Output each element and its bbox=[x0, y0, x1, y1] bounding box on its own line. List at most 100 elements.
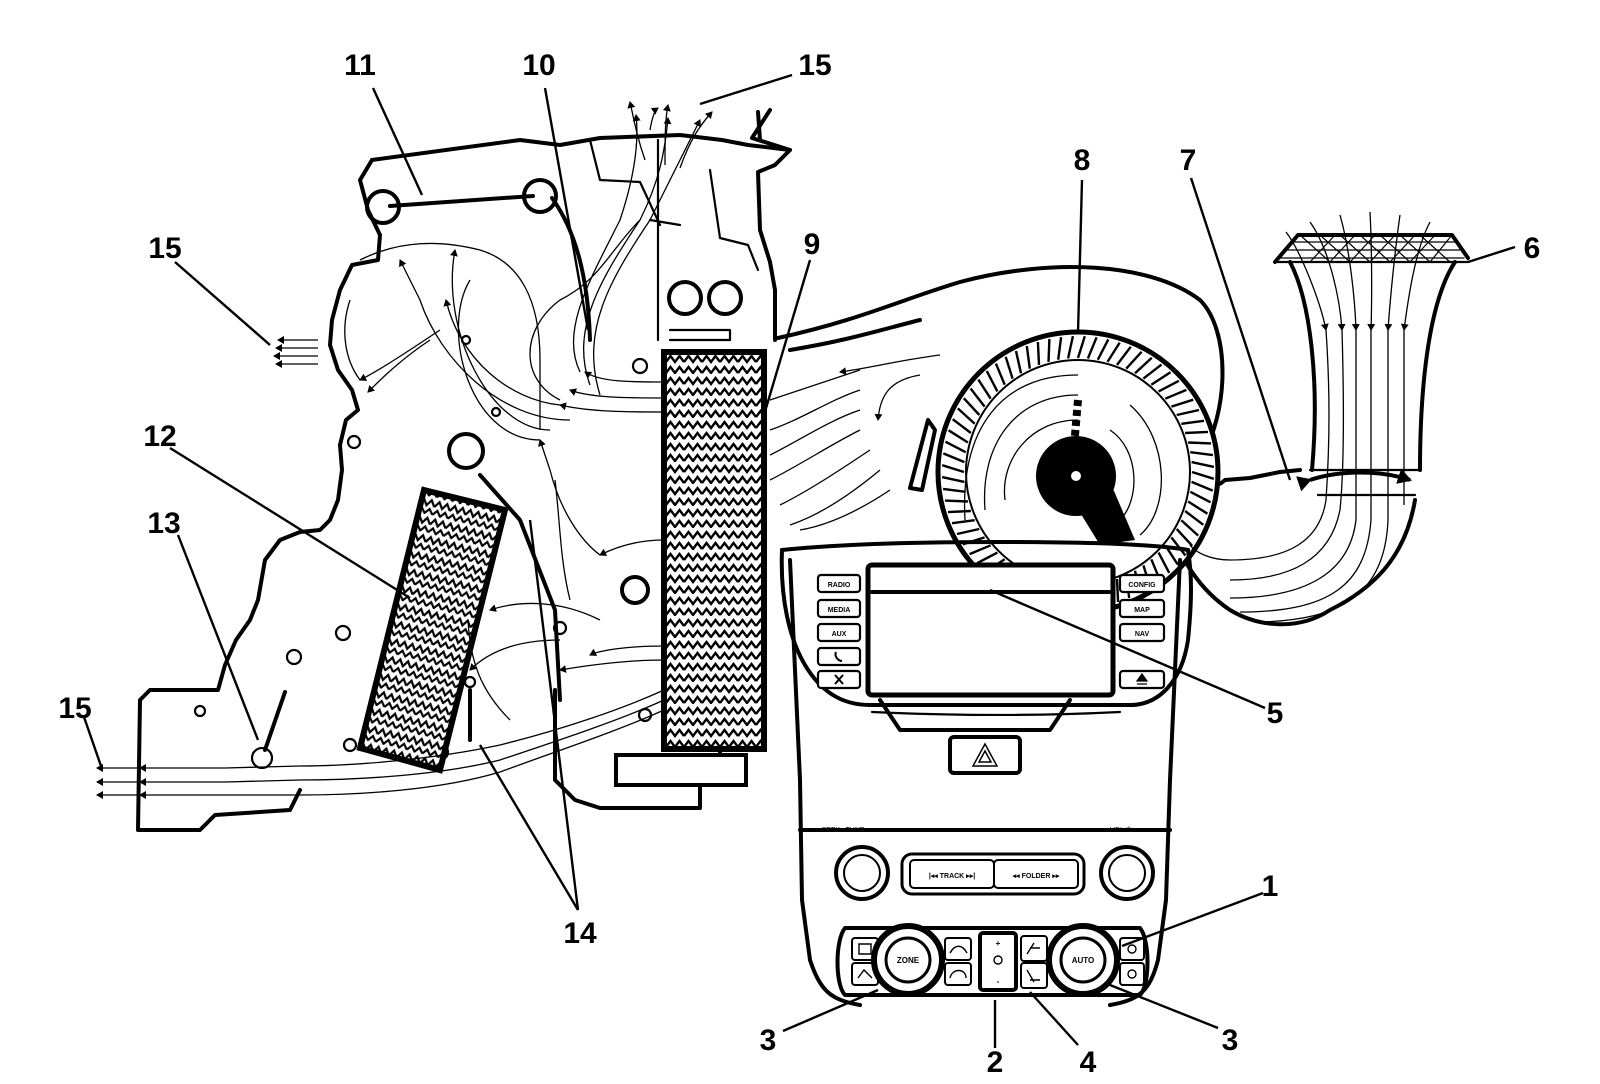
blower-blade bbox=[1191, 460, 1215, 469]
blower-blade bbox=[941, 475, 965, 484]
folder-button-label: ◂◂ FOLDER ▸▸ bbox=[1012, 873, 1060, 880]
callout-labels: 1 2 3 3 4 5 6 7 8 9 10 11 12 13 14 15 15… bbox=[58, 49, 1540, 1079]
track-button-label: |◂◂ TRACK ▸▸| bbox=[929, 873, 975, 880]
blower-blade bbox=[1171, 398, 1194, 408]
tune-knob[interactable] bbox=[834, 845, 890, 901]
nav-button-label: NAV bbox=[1135, 631, 1150, 638]
callout-2: 2 bbox=[987, 1046, 1004, 1079]
rear-defrost-icon bbox=[858, 943, 872, 955]
blower-blade bbox=[1004, 356, 1014, 379]
blower-blade bbox=[1158, 379, 1180, 393]
callout-11: 11 bbox=[344, 49, 376, 82]
blower-blade bbox=[976, 551, 998, 565]
blower-blade bbox=[944, 440, 967, 454]
fan-speed-rocker[interactable]: + - bbox=[978, 931, 1018, 992]
climate-control-panel: ZONE + - AUTO bbox=[835, 923, 1150, 997]
blower-blade bbox=[1185, 430, 1209, 435]
mode-doors bbox=[263, 194, 732, 752]
recirculation-button[interactable] bbox=[944, 962, 972, 986]
vent-mode-button[interactable] bbox=[1020, 935, 1048, 962]
evaporator-core bbox=[614, 349, 767, 787]
blower-blade bbox=[1176, 408, 1200, 417]
volume-label: VOL ⏻ bbox=[1110, 826, 1132, 834]
fresh-air-inlet-grille bbox=[1279, 234, 1465, 263]
blower-blade bbox=[994, 363, 1006, 386]
eject-button[interactable] bbox=[1118, 669, 1166, 690]
actuator-pivots bbox=[193, 178, 743, 770]
blower-blade bbox=[1188, 441, 1212, 445]
phone-icon bbox=[834, 651, 843, 662]
aux-button-label: AUX bbox=[832, 631, 847, 638]
blower-blade bbox=[977, 378, 992, 400]
seat-heat-icon bbox=[857, 968, 873, 979]
blower-blade bbox=[956, 527, 980, 536]
map-button-label: MAP bbox=[1134, 607, 1150, 614]
defrost-icon bbox=[949, 945, 968, 954]
floor-mode-button[interactable] bbox=[1020, 962, 1048, 989]
blower-blade bbox=[1014, 350, 1023, 374]
center-console-bezel bbox=[779, 540, 1193, 1007]
callout-8: 8 bbox=[1074, 144, 1091, 177]
radio-left-buttons: RADIO MEDIA AUX bbox=[816, 573, 862, 690]
blower-blade bbox=[1190, 451, 1214, 457]
mute-button[interactable] bbox=[816, 669, 862, 690]
zone-knob[interactable]: ZONE bbox=[871, 923, 945, 997]
callout-leader-lines bbox=[82, 73, 1516, 1048]
callout-10: 10 bbox=[522, 49, 555, 82]
blower-blade bbox=[942, 452, 965, 464]
callout-15-left: 15 bbox=[148, 232, 181, 265]
eject-icon bbox=[1135, 672, 1149, 685]
callout-5: 5 bbox=[1267, 697, 1284, 730]
blower-blade bbox=[1086, 336, 1098, 359]
blower-blade bbox=[1096, 338, 1110, 361]
blower-blade bbox=[1187, 500, 1209, 515]
aux-button[interactable]: AUX bbox=[816, 622, 862, 643]
blower-blade bbox=[1125, 350, 1143, 370]
blower-blade bbox=[1184, 510, 1205, 526]
blower-blade bbox=[1036, 341, 1041, 365]
config-button-label: CONFIG bbox=[1128, 582, 1156, 589]
radio-button[interactable]: RADIO bbox=[816, 573, 862, 594]
track-button[interactable]: |◂◂ TRACK ▸▸| bbox=[909, 859, 995, 889]
callout-6: 6 bbox=[1524, 232, 1541, 265]
blower-blade bbox=[1106, 341, 1121, 363]
blower-blade bbox=[947, 429, 969, 444]
media-button[interactable]: MEDIA bbox=[816, 598, 862, 619]
blower-blade bbox=[951, 519, 975, 525]
heater-core bbox=[356, 486, 509, 774]
blower-blade bbox=[1066, 335, 1075, 359]
heated-seat-button[interactable] bbox=[1119, 962, 1145, 986]
blower-blade bbox=[1175, 528, 1194, 547]
blower-blade bbox=[1157, 552, 1171, 574]
blower-blade bbox=[956, 407, 976, 425]
blower-blade bbox=[1181, 419, 1205, 425]
vent-mode-icon bbox=[1026, 942, 1040, 955]
hazard-button[interactable] bbox=[948, 735, 1022, 775]
blower-blade bbox=[1076, 335, 1086, 359]
airflow-paths bbox=[96, 101, 1431, 799]
audio-controls: ◂SEEK▸ TUNE VOL ⏻ |◂◂ TRACK ▸▸| ◂◂ FOLDE… bbox=[818, 826, 1155, 901]
volume-knob[interactable] bbox=[1099, 845, 1155, 901]
folder-button[interactable]: ◂◂ FOLDER ▸▸ bbox=[993, 859, 1079, 889]
blower-blade bbox=[1115, 579, 1120, 603]
defrost-button[interactable] bbox=[944, 937, 972, 961]
config-button[interactable]: CONFIG bbox=[1118, 573, 1166, 594]
phone-button[interactable] bbox=[816, 646, 862, 667]
blower-blade bbox=[962, 397, 981, 416]
blower-blade bbox=[941, 464, 965, 474]
blower-blade bbox=[1164, 388, 1187, 400]
fan-icon bbox=[993, 955, 1003, 965]
blower-blade bbox=[1180, 519, 1200, 537]
blower-blade bbox=[947, 509, 971, 514]
auto-knob[interactable]: AUTO bbox=[1046, 923, 1120, 997]
blower-blade bbox=[1116, 345, 1132, 366]
nav-button[interactable]: NAV bbox=[1118, 622, 1166, 643]
blower-blade bbox=[969, 387, 986, 408]
map-button[interactable]: MAP bbox=[1118, 598, 1166, 619]
blower-blade bbox=[1142, 363, 1163, 380]
fan-decrease-label: - bbox=[997, 977, 1000, 986]
callout-15-bottom: 15 bbox=[58, 692, 91, 725]
blower-blade bbox=[1134, 356, 1153, 375]
blower-blade bbox=[1150, 371, 1172, 386]
